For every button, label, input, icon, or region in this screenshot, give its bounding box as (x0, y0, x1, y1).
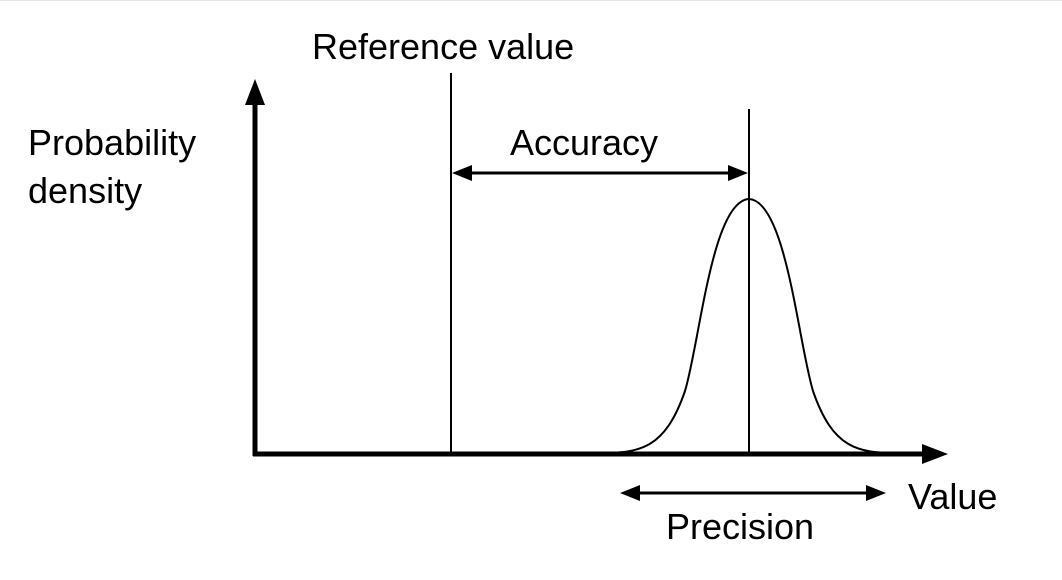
y-axis-label-line2: density (28, 170, 142, 211)
precision-label: Precision (666, 506, 814, 547)
x-axis-arrowhead (922, 444, 948, 464)
accuracy-arrowhead-left (452, 165, 472, 181)
precision-arrowhead-right (866, 485, 886, 501)
precision-arrowhead-left (620, 485, 640, 501)
y-axis-label-line1: Probability (28, 122, 196, 163)
reference-value-label: Reference value (312, 26, 574, 67)
y-axis-arrowhead (245, 79, 265, 105)
probability-density-curve (599, 197, 899, 454)
accuracy-arrowhead-right (728, 165, 748, 181)
x-axis-label: Value (908, 476, 997, 517)
accuracy-label: Accuracy (510, 122, 658, 163)
